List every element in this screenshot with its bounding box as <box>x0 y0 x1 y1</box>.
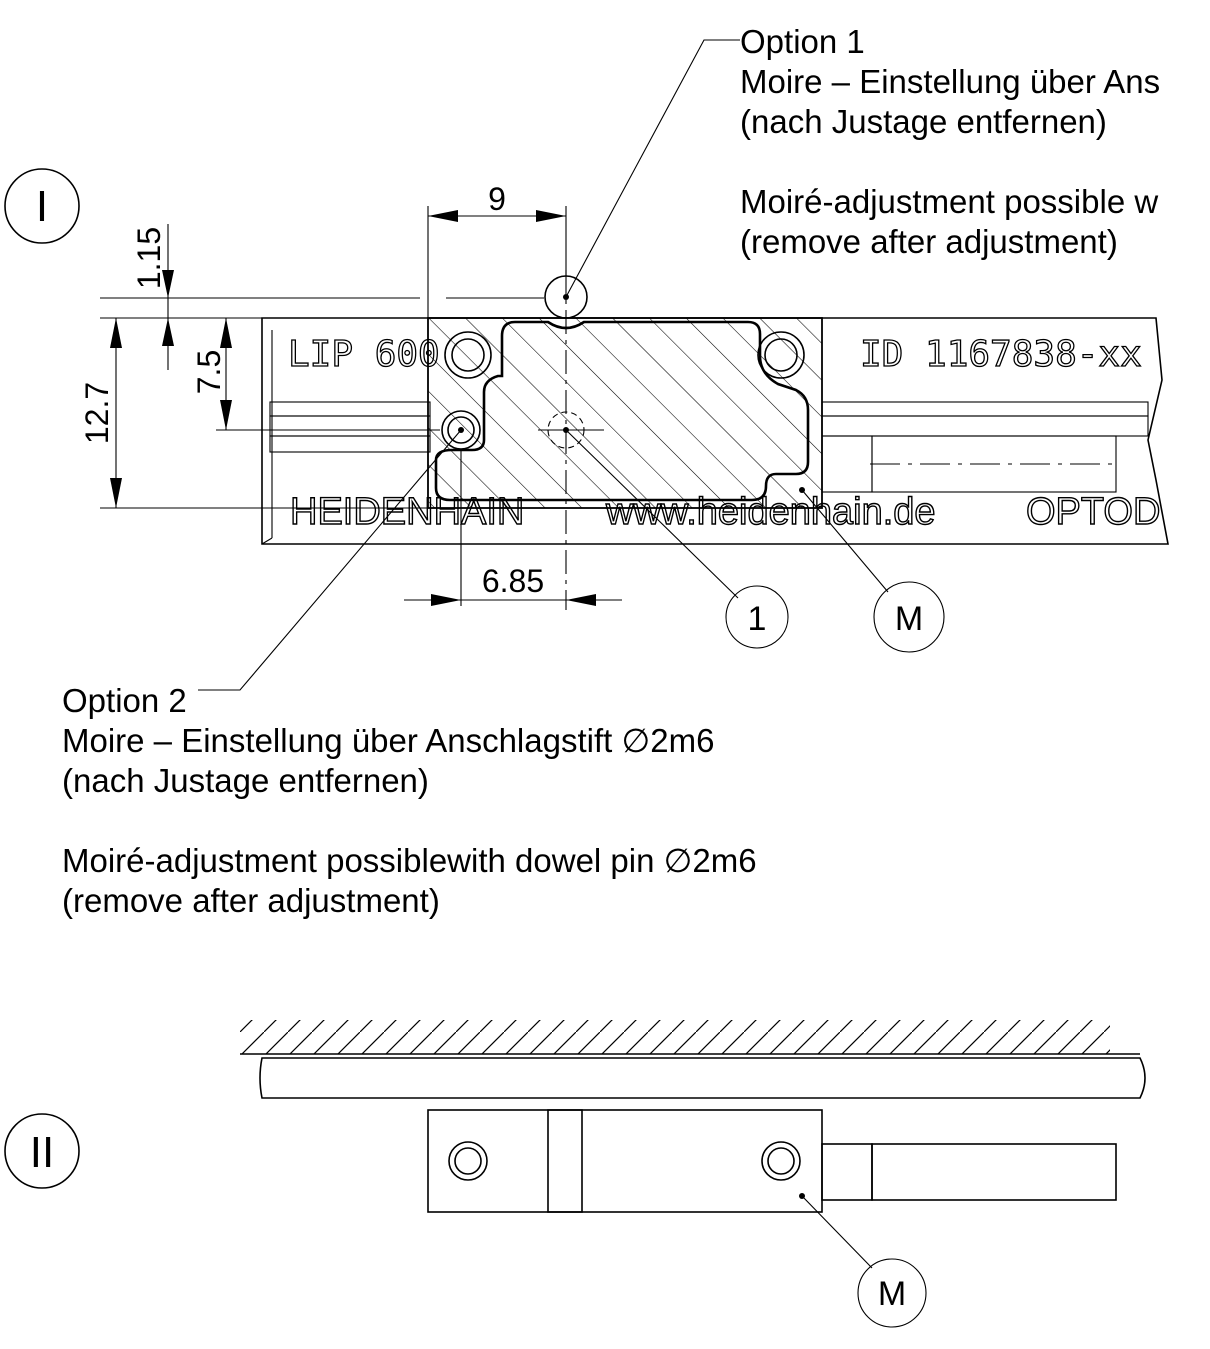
option1-de-line2: (nach Justage entfernen) <box>740 103 1107 140</box>
option1-de-line1: Moire – Einstellung über Ans <box>740 63 1160 100</box>
option2-note: Option 2 Moire – Einstellung über Anschl… <box>62 682 757 919</box>
option2-en-line1-text: Moiré-adjustment possiblewith dowel pin <box>62 842 654 879</box>
callout-m-view2-text: M <box>878 1275 906 1313</box>
dim-height-total: 12.7 <box>79 382 115 444</box>
option1-title: Option 1 <box>740 23 865 60</box>
callout-m-view2: M <box>801 1195 927 1328</box>
callout-m-text: M <box>895 600 923 638</box>
option2-en-line1-suffix: 2m6 <box>692 842 756 879</box>
view-2: II M <box>4 1020 1146 1328</box>
callout-m <box>873 581 945 653</box>
option2-de-line2: (nach Justage entfernen) <box>62 762 429 799</box>
view-1: I LIP 600 ID 1167838-xx HEIDENHAIN www.h… <box>4 23 1169 919</box>
diameter-symbol: ∅ <box>621 722 650 759</box>
option1-en-line2: (remove after adjustment) <box>740 223 1118 260</box>
view-label-1: I <box>4 168 80 244</box>
option2-de-line1-text: Moire – Einstellung über Anschlagstift <box>62 722 612 759</box>
option1-en-line1: Moiré-adjustment possible w <box>740 183 1158 220</box>
option2-en-line2: (remove after adjustment) <box>62 882 440 919</box>
callout-1-text: 1 <box>748 600 767 638</box>
scanning-head <box>427 270 823 610</box>
dim-width-bottom: 6.85 <box>482 563 544 599</box>
option2-de-line1: Moire – Einstellung über Anschlagstift ∅… <box>62 722 714 759</box>
callouts: 1 M <box>198 39 945 691</box>
option2-en-line1: Moiré-adjustment possiblewith dowel pin … <box>62 842 757 879</box>
callout-1 <box>725 585 789 649</box>
scanning-head-side <box>427 1109 1117 1213</box>
dimensions: 9 6.85 1.15 7.5 <box>79 181 622 606</box>
dim-height-inner: 7.5 <box>191 350 227 394</box>
dim-offset-top: 1.15 <box>131 227 167 289</box>
mounting-surface <box>240 1020 1146 1099</box>
dim-width-top: 9 <box>488 181 506 217</box>
option2-title: Option 2 <box>62 682 187 719</box>
view-label-2: II <box>4 1113 80 1189</box>
scale-series-text: OPTOD <box>1026 491 1160 533</box>
view-label-1-text: I <box>36 182 48 231</box>
scale-model-text: LIP 600 <box>288 334 440 375</box>
scale-id-text: ID 1167838-xx <box>860 334 1142 375</box>
option2-de-line1-suffix: 2m6 <box>650 722 714 759</box>
diameter-symbol: ∅ <box>664 842 693 879</box>
view-label-2-text: II <box>30 1128 54 1177</box>
option1-note: Option 1 Moire – Einstellung über Ans (n… <box>740 23 1160 260</box>
